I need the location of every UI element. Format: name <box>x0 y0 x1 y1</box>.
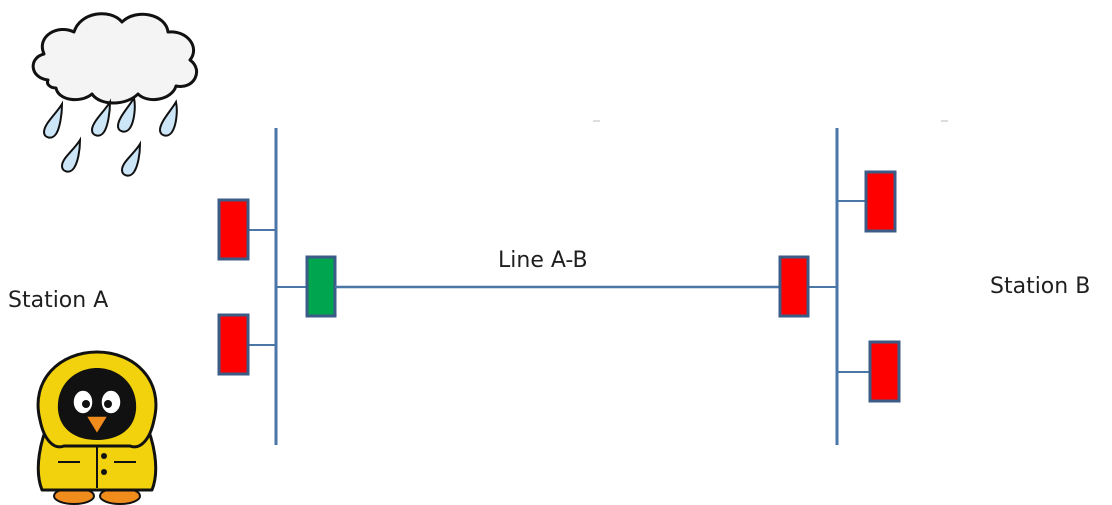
rain-cloud-icon <box>31 12 198 177</box>
penguin-beak <box>84 415 110 436</box>
breaker-station-a-line-end[interactable] <box>305 255 337 318</box>
raincoat-button <box>101 469 107 475</box>
raindrop <box>90 98 112 137</box>
breaker-station-a-feeder-upper[interactable] <box>217 198 250 261</box>
raindrop <box>60 136 82 173</box>
station-a-label: Station A <box>8 288 109 313</box>
penguin-face <box>57 368 137 440</box>
station-b-label: Station B <box>990 274 1091 299</box>
raindrop <box>116 95 136 133</box>
penguin-pupil <box>104 400 112 408</box>
cloud-shape <box>31 12 198 105</box>
breaker-station-b-feeder-upper[interactable] <box>864 170 897 233</box>
breaker-station-a-feeder-lower[interactable] <box>217 313 250 376</box>
penguin-pupil <box>82 400 90 408</box>
station-b <box>778 128 901 445</box>
raindrop <box>158 99 178 137</box>
raincoat-button <box>101 453 107 459</box>
station-a <box>217 128 337 445</box>
penguin-raincoat-icon <box>36 350 158 505</box>
raindrops <box>42 95 178 177</box>
raindrop <box>42 100 64 139</box>
raindrop <box>120 140 142 177</box>
line-a-b-label: Line A-B <box>498 248 588 273</box>
breaker-station-b-line-end[interactable] <box>778 255 810 318</box>
breaker-station-b-feeder-lower[interactable] <box>868 340 901 403</box>
